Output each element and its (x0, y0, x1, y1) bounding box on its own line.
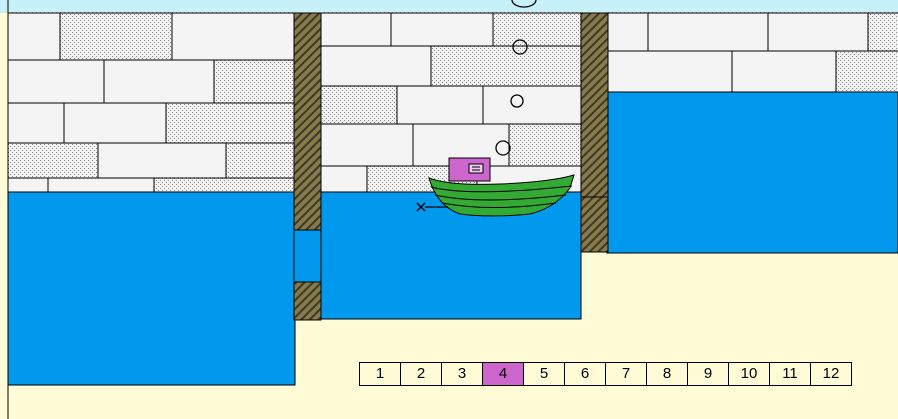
upper-lock-gate-icon[interactable] (581, 13, 608, 252)
stage-selector: 1 2 3 4 5 6 7 8 9 10 11 12 (359, 362, 852, 386)
stage-button-2[interactable]: 2 (401, 363, 441, 385)
left-stone-wall (8, 12, 294, 208)
upstream-water (607, 92, 898, 253)
stage-button-7[interactable]: 7 (606, 363, 646, 385)
boat-window (469, 164, 483, 173)
lower-lock-gate-icon[interactable] (294, 13, 321, 320)
stage-button-5[interactable]: 5 (524, 363, 564, 385)
stage-button-1[interactable]: 1 (360, 363, 400, 385)
stage-button-10[interactable]: 10 (729, 363, 769, 385)
stage-button-4[interactable]: 4 (483, 363, 523, 385)
stage-button-6[interactable]: 6 (565, 363, 605, 385)
stage-button-3[interactable]: 3 (442, 363, 482, 385)
stage-button-11[interactable]: 11 (770, 363, 810, 385)
lock-chamber-water (320, 192, 581, 319)
stage-button-9[interactable]: 9 (688, 363, 728, 385)
right-stone-wall (608, 12, 898, 92)
stage-button-8[interactable]: 8 (647, 363, 687, 385)
stage-button-12[interactable]: 12 (811, 363, 851, 385)
sky-strip (0, 0, 898, 13)
downstream-water (8, 192, 295, 385)
